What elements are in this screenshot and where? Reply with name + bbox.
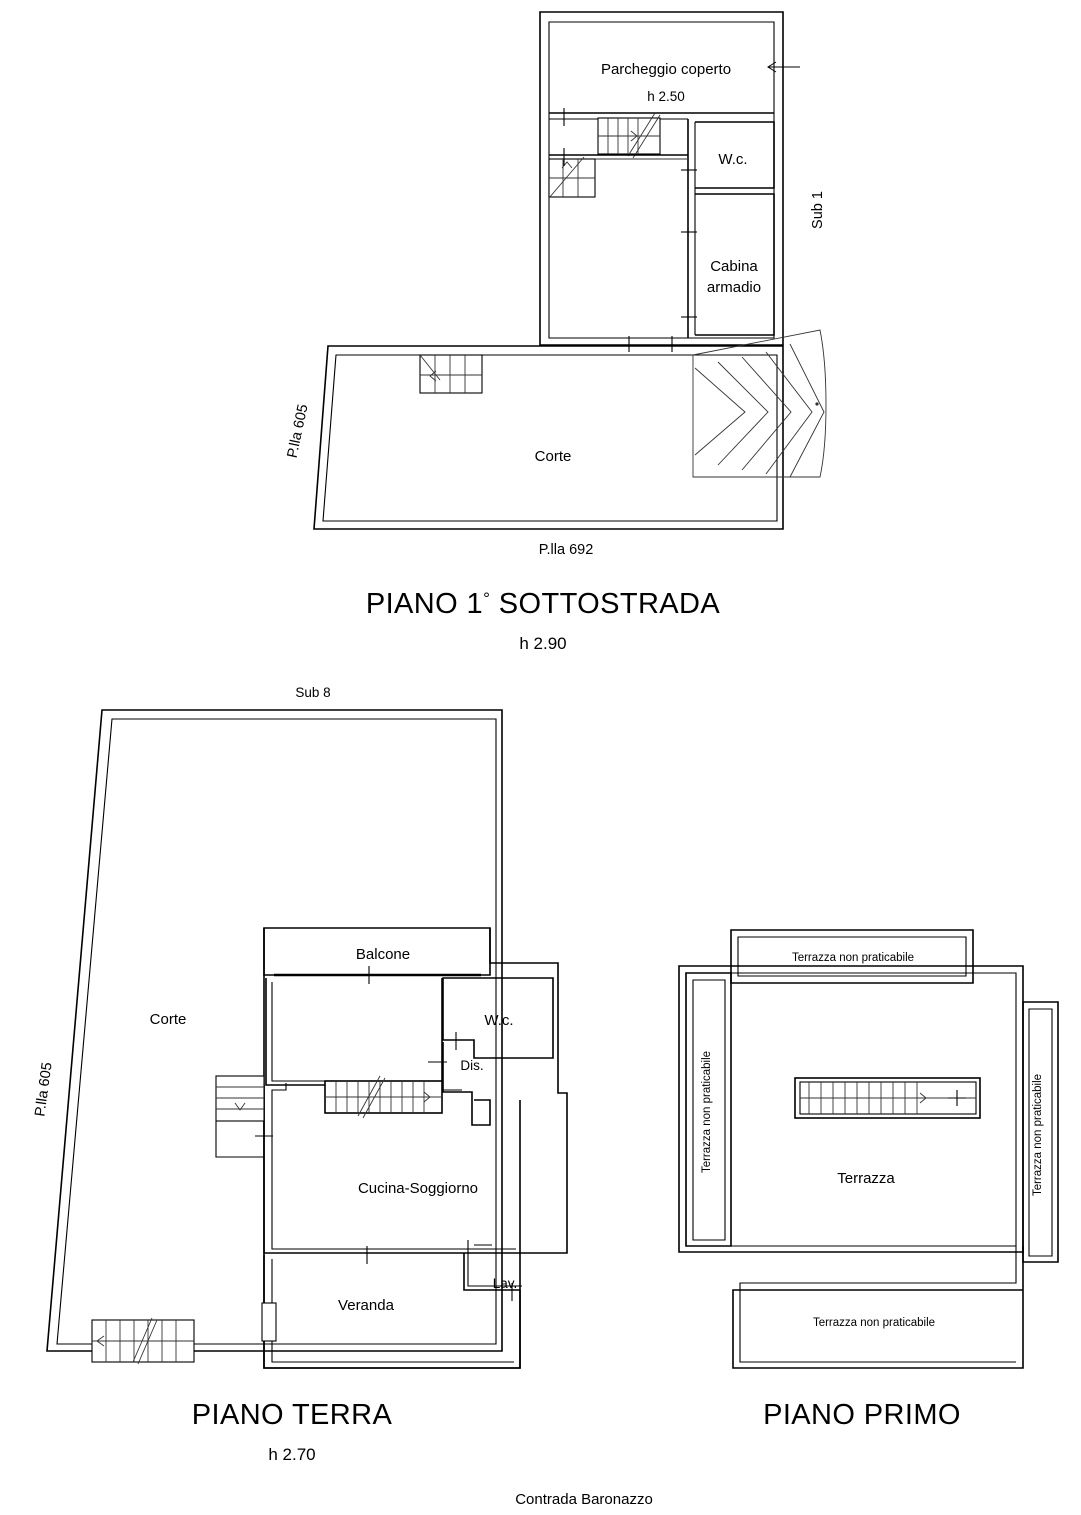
- label-plla-605-terra: P.lla 605: [32, 1061, 55, 1117]
- sottostrada-corte-inner: [322, 354, 778, 522]
- terra-upper-room-walls: [265, 978, 443, 1086]
- primo-staircase: [794, 1077, 981, 1119]
- terra-bottom-stair: [91, 1317, 195, 1365]
- terra-building-outline: [263, 927, 568, 1369]
- primo-terrace-top-band-inner: [737, 936, 967, 977]
- terra-lot-inner: [56, 718, 497, 1345]
- plan-primo: Terrazza non praticabile Terrazza non pr…: [678, 929, 1059, 1431]
- title-primo: PIANO PRIMO: [763, 1399, 961, 1431]
- terra-cucina-walls: [263, 1085, 521, 1254]
- primo-terrace-top-band: [730, 929, 974, 984]
- label-corte-terra: Corte: [150, 1011, 187, 1028]
- terra-lav-inner: [467, 1240, 522, 1287]
- label-lav: Lav.: [493, 1276, 518, 1291]
- entrance-arrow-icon: [767, 61, 800, 73]
- primo-terrace-bottom-band-inner: [739, 1246, 1017, 1363]
- primo-terrace-left-band: [685, 972, 732, 1247]
- sottostrada-outer-wall: [539, 11, 784, 346]
- terra-staircase: [324, 1075, 443, 1119]
- terra-veranda-door: [261, 1302, 277, 1342]
- plan-terra: Sub 8 Corte Balcone W.c. Dis. Cucina-Sog…: [32, 685, 568, 1464]
- label-sub-8: Sub 8: [295, 685, 330, 700]
- terra-cucina-inner: [271, 1083, 516, 1250]
- primo-terrace-bottom-band: [732, 1246, 1024, 1369]
- terra-side-stair: [215, 1075, 273, 1158]
- primo-terrace-left-band-inner: [692, 979, 726, 1241]
- label-terrazza-bottom: Terrazza non praticabile: [813, 1317, 935, 1329]
- label-corte-sottostrada: Corte: [535, 448, 572, 465]
- label-cucina-soggiorno: Cucina-Soggiorno: [358, 1180, 478, 1197]
- title-sottostrada: PIANO 1° SOTTOSTRADA: [366, 588, 721, 620]
- sottostrada-corte-outer: [313, 345, 784, 530]
- sottostrada-room-wc-walls: [695, 121, 775, 189]
- label-balcone: Balcone: [356, 946, 410, 963]
- label-veranda: Veranda: [338, 1297, 395, 1314]
- title-terra: PIANO TERRA: [192, 1399, 393, 1431]
- label-plla-692: P.lla 692: [539, 542, 594, 558]
- sottostrada-room-cabina-walls: [695, 193, 775, 336]
- title-sottostrada-height: h 2.90: [519, 634, 566, 653]
- label-parcheggio-height: h 2.50: [647, 89, 685, 104]
- primo-terrace-right-band-inner: [1028, 1008, 1053, 1257]
- label-wc-terra: W.c.: [484, 1012, 513, 1029]
- sottostrada-corte-stair: [419, 354, 483, 394]
- footer-address: Contrada Baronazzo: [515, 1491, 653, 1508]
- label-terrazza: Terrazza: [837, 1170, 895, 1187]
- plan-sottostrada: Parcheggio coperto h 2.50 W.c. Cabina ar…: [285, 11, 827, 653]
- label-dis: Dis.: [460, 1058, 483, 1073]
- label-wc-sottostrada: W.c.: [718, 151, 747, 168]
- terra-lav-walls: [463, 1253, 520, 1291]
- terra-wc-walls: [442, 977, 554, 1059]
- terra-lot-outer: [46, 709, 503, 1352]
- label-cabina-line1: Cabina: [710, 258, 758, 275]
- primo-terrace-right-band: [1022, 1001, 1059, 1263]
- label-parcheggio-coperto: Parcheggio coperto: [601, 61, 731, 78]
- label-terrazza-left: Terrazza non praticabile: [701, 1051, 713, 1173]
- label-terrazza-right: Terrazza non praticabile: [1032, 1074, 1044, 1196]
- label-terrazza-top: Terrazza non praticabile: [792, 952, 914, 964]
- label-plla-605-sottostrada: P.lla 605: [285, 403, 312, 460]
- title-terra-height: h 2.70: [268, 1445, 315, 1464]
- terra-veranda-inner: [271, 1259, 514, 1363]
- sottostrada-inner-wall: [548, 21, 775, 339]
- terra-upper-room-inner: [271, 982, 438, 1082]
- sottostrada-access-ramp: [692, 329, 827, 478]
- terra-dis-walls: [442, 1042, 491, 1126]
- label-cabina-line2: armadio: [707, 279, 761, 296]
- label-sub-1: Sub 1: [810, 191, 826, 229]
- sottostrada-staircase: [548, 108, 688, 199]
